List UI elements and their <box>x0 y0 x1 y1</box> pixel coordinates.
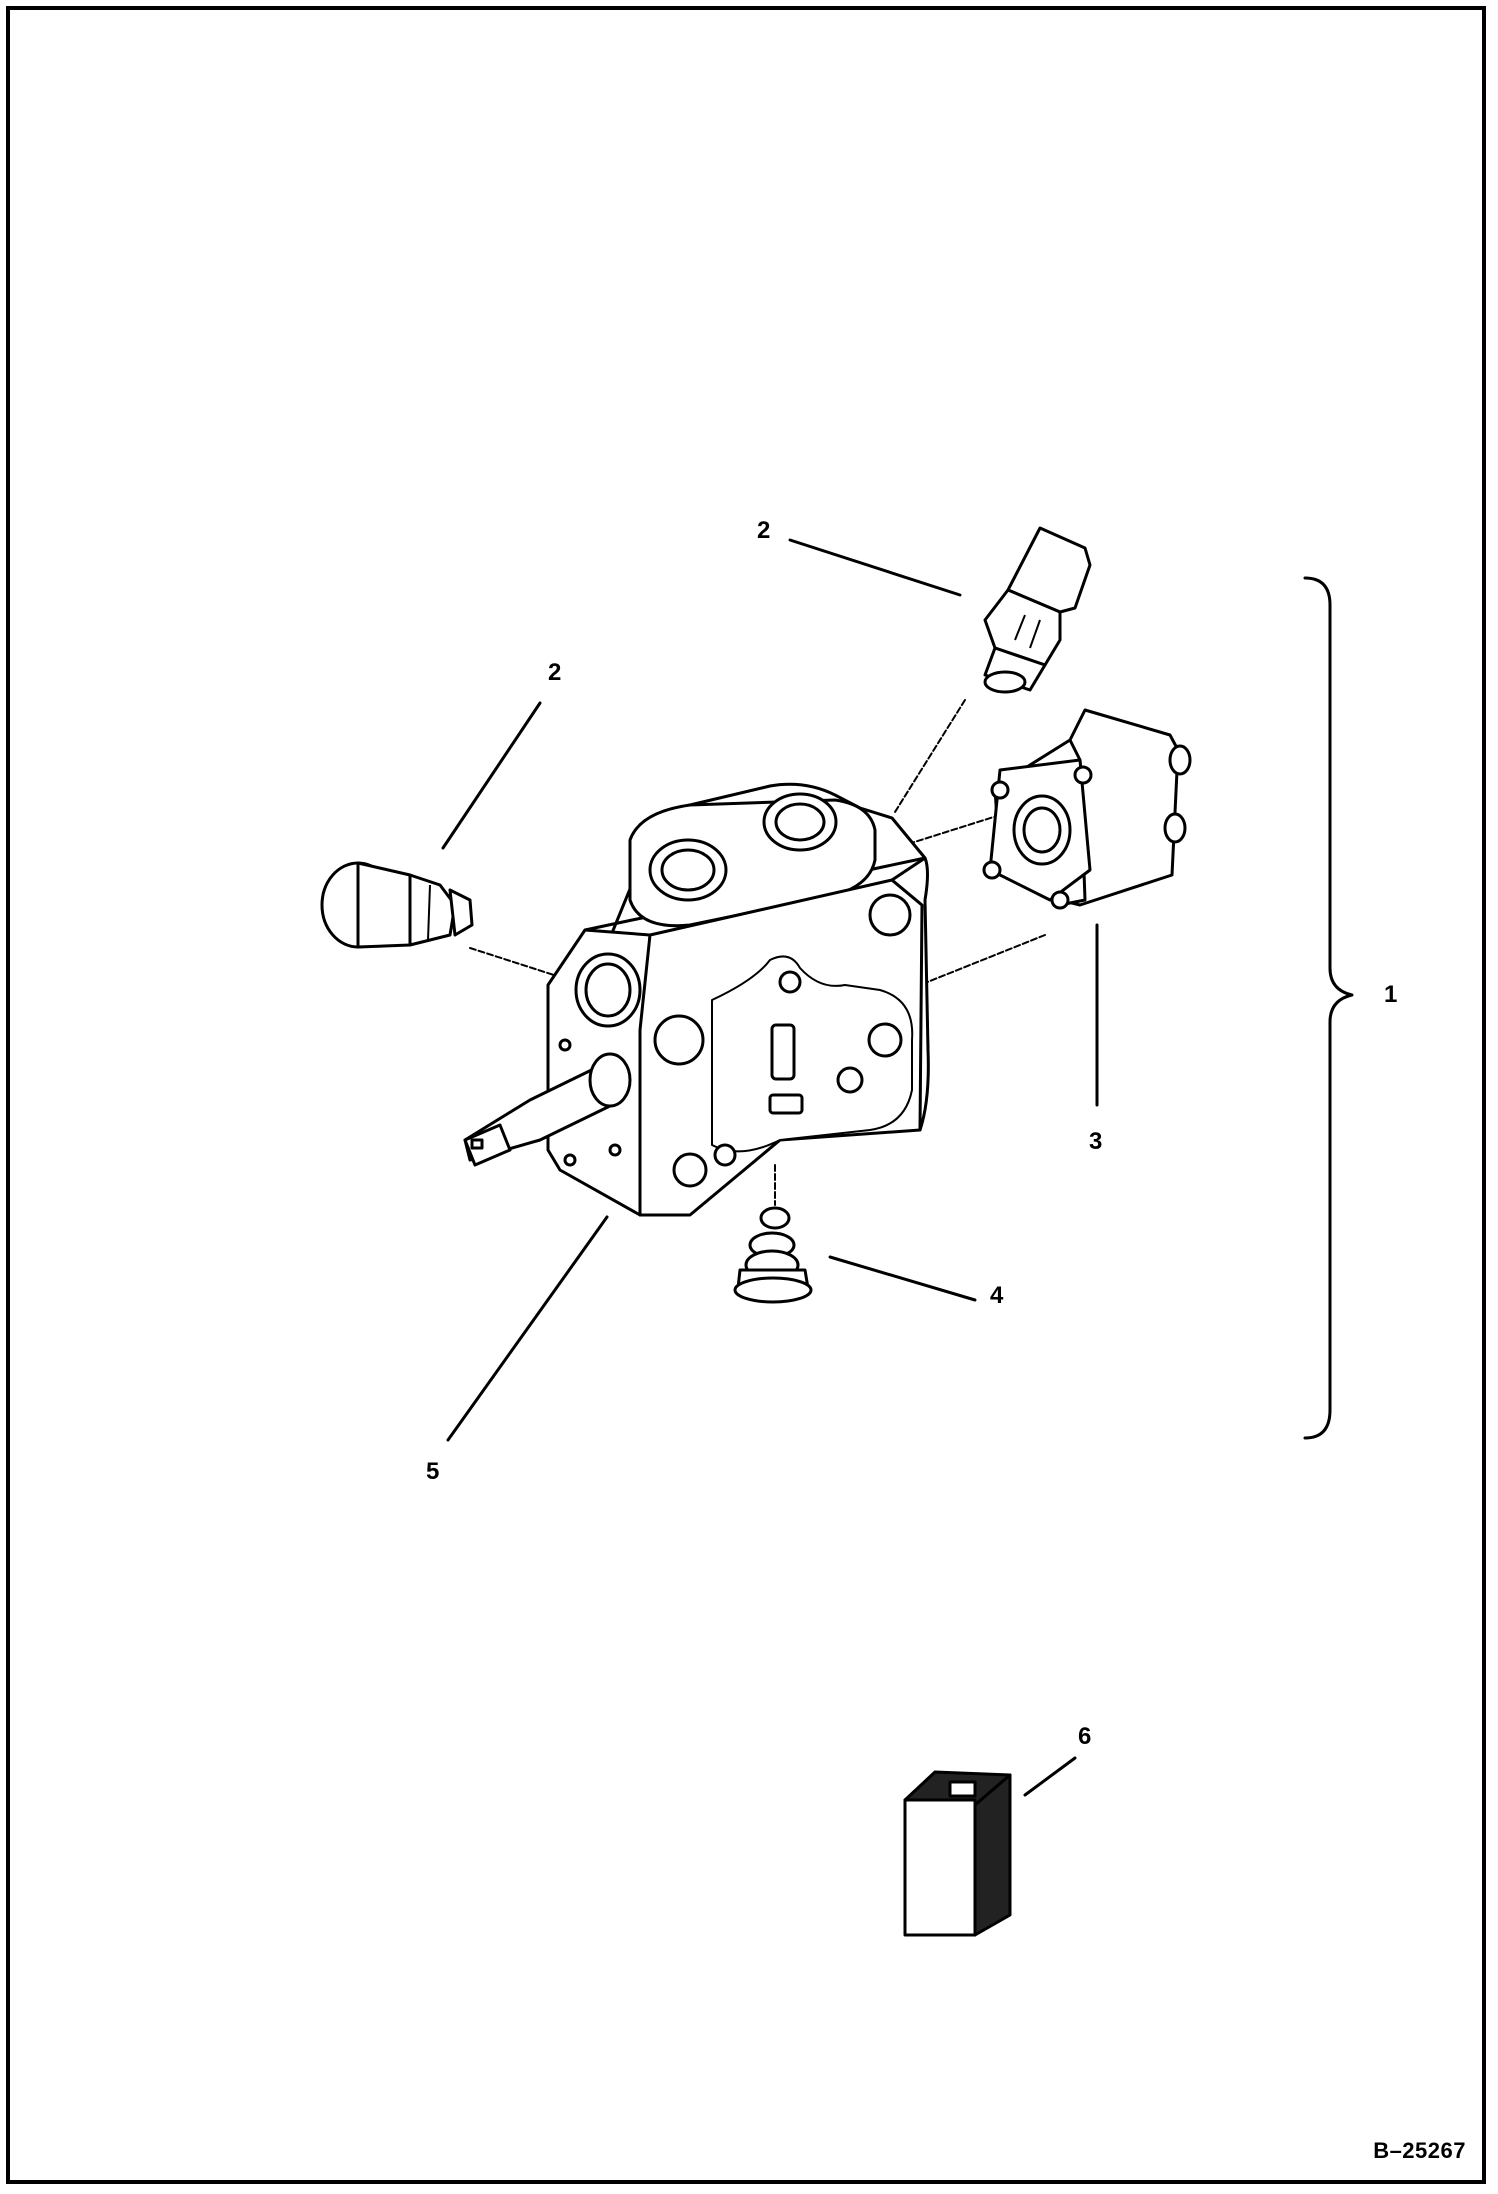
valve-section-icon <box>463 782 930 1217</box>
callout-5: 5 <box>426 1458 440 1485</box>
plug-icon <box>733 1206 813 1304</box>
relief-valve-icon <box>320 861 474 949</box>
seal-kit-icon <box>903 1770 1012 1937</box>
figure-id: B–25267 <box>1373 2138 1466 2163</box>
spring-cap-icon <box>982 708 1192 910</box>
callout-3: 3 <box>1089 1128 1103 1155</box>
assembly-bracket <box>1303 576 1354 1440</box>
callout-4: 4 <box>990 1282 1004 1309</box>
callout-1: 1 <box>1384 981 1398 1008</box>
drawing-border <box>6 6 1486 2184</box>
callout-2-top: 2 <box>757 517 771 544</box>
relief-valve-icon <box>983 526 1092 694</box>
leader-lines <box>441 538 1099 1797</box>
callout-2-left: 2 <box>548 659 562 686</box>
callout-6: 6 <box>1078 1723 1092 1750</box>
